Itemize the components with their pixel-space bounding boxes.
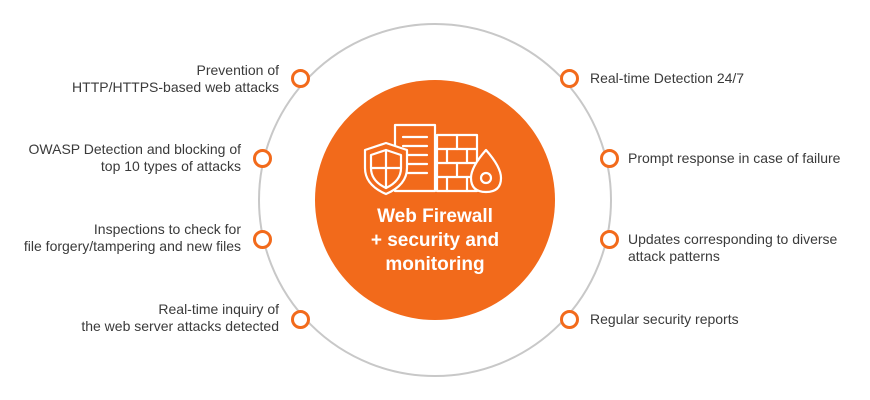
left-item-line: file forgery/tampering and new files bbox=[23, 238, 241, 254]
right-item-updates: Updates corresponding to diverse attack … bbox=[628, 231, 837, 265]
right-item-line: Updates corresponding to diverse bbox=[628, 231, 838, 247]
left-item-owasp: OWASP Detection and blocking of top 10 t… bbox=[29, 141, 241, 175]
center-title-line: Web Firewall bbox=[377, 206, 493, 227]
center-title-line: monitoring bbox=[385, 254, 485, 275]
right-item-prompt-response: Prompt response in case of failure bbox=[628, 150, 840, 167]
right-node-2 bbox=[600, 149, 619, 168]
center-title-line: + security and bbox=[370, 230, 500, 251]
right-item-reports: Regular security reports bbox=[590, 311, 739, 328]
left-node-4 bbox=[291, 310, 310, 329]
center-title: Web Firewall + security and monitoring bbox=[320, 205, 550, 277]
left-item-web-attacks: Prevention of HTTP/HTTPS-based web attac… bbox=[72, 62, 279, 96]
left-item-line: Prevention of bbox=[196, 62, 280, 78]
left-item-line: OWASP Detection and blocking of bbox=[28, 141, 241, 157]
right-item-detection: Real-time Detection 24/7 bbox=[590, 70, 744, 87]
left-item-line: Real-time inquiry of bbox=[158, 301, 279, 317]
left-item-line: the web server attacks detected bbox=[81, 318, 279, 334]
fire-drop-icon bbox=[469, 148, 503, 194]
center-disc bbox=[315, 80, 555, 320]
left-node-2 bbox=[253, 149, 272, 168]
left-item-inquiry: Real-time inquiry of the web server atta… bbox=[81, 301, 279, 335]
right-item-line: Regular security reports bbox=[590, 311, 739, 327]
right-item-line: Prompt response in case of failure bbox=[628, 150, 841, 166]
right-node-4 bbox=[560, 310, 579, 329]
left-item-line: top 10 types of attacks bbox=[100, 158, 241, 174]
left-node-1 bbox=[291, 69, 310, 88]
security-icons bbox=[363, 123, 503, 196]
right-node-1 bbox=[560, 69, 579, 88]
left-item-line: HTTP/HTTPS-based web attacks bbox=[72, 79, 279, 95]
left-node-3 bbox=[253, 230, 272, 249]
left-item-line: Inspections to check for bbox=[93, 221, 241, 237]
building-icon bbox=[393, 123, 437, 193]
outer-ring bbox=[258, 23, 612, 377]
right-node-3 bbox=[600, 230, 619, 249]
right-item-line: Real-time Detection 24/7 bbox=[590, 70, 745, 86]
right-item-line: attack patterns bbox=[628, 248, 720, 264]
shield-icon bbox=[363, 141, 409, 196]
left-item-inspections: Inspections to check for file forgery/ta… bbox=[24, 221, 241, 255]
